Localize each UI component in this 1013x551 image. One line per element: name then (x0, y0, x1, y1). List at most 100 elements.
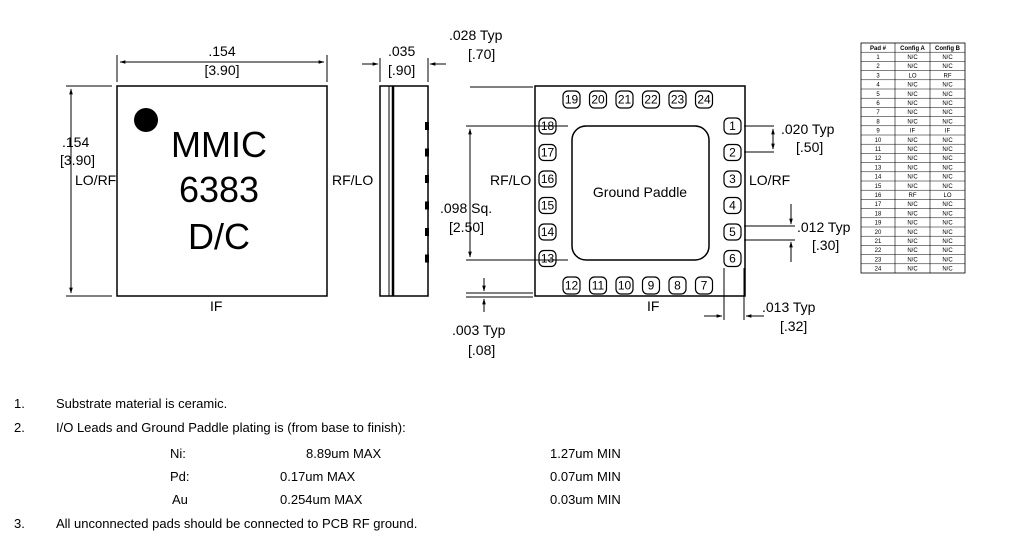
pad-left-outline (538, 170, 557, 188)
pad-right-number: 6 (729, 252, 736, 266)
pad-bottom-outline (668, 276, 687, 295)
pad-right-outline (723, 223, 742, 241)
pad-bottom-number: 12 (565, 279, 579, 293)
table-cell: N/C (907, 119, 918, 125)
pad-left-outline (538, 223, 557, 241)
table-cell: N/C (942, 147, 953, 153)
pad-top-outline (694, 90, 714, 109)
plating-metal: Pd: (170, 469, 190, 484)
table-cell: N/C (942, 83, 953, 89)
pad-right-number: 2 (729, 146, 736, 160)
table-cell: N/C (942, 257, 953, 263)
table-cell: N/C (907, 156, 918, 162)
pad-top-number: 19 (565, 93, 579, 107)
table-cell: N/C (942, 230, 953, 236)
table-cell: 4 (876, 83, 880, 89)
table-cell: 7 (876, 110, 880, 116)
top-view: MMIC 6383 D/C .154 [3.90] .154 [3.90] LO… (60, 43, 373, 314)
table-cell: 24 (875, 267, 882, 273)
table-cell: N/C (942, 156, 953, 162)
marking-line-2: 6383 (179, 169, 259, 210)
table-cell: N/C (907, 267, 918, 273)
pad-right-outline (723, 170, 742, 188)
plating-min: 0.03um MIN (550, 492, 621, 507)
plating-max: 0.17um MAX (280, 469, 356, 484)
table-cell: 1 (876, 55, 880, 61)
pad-left-outline (538, 143, 557, 162)
table-cell: N/C (907, 138, 918, 144)
bottom-left-port-label: RF/LO (490, 172, 531, 188)
pad-right-outline (723, 117, 742, 135)
table-cell: RF (909, 193, 917, 199)
table-cell: 12 (875, 156, 882, 162)
ground-paddle-label: Ground Paddle (593, 184, 687, 200)
table-cell: 16 (875, 193, 882, 199)
table-cell: N/C (942, 248, 953, 254)
side-terminal (425, 254, 429, 263)
table-cell: N/C (907, 230, 918, 236)
bottom-bottom-port-label: IF (647, 298, 659, 314)
pad-left-number: 13 (541, 252, 555, 266)
height-dim-inch: .154 (62, 134, 89, 150)
pad-right-number: 3 (729, 172, 736, 186)
pad-bottom: 11 (588, 276, 608, 295)
side-view-terminals (425, 122, 429, 263)
ground-paddle (571, 125, 710, 261)
pad-bottom-number: 9 (648, 279, 655, 293)
table-cell: 14 (875, 175, 882, 181)
table-cell: N/C (907, 257, 918, 263)
table-cell: N/C (907, 239, 918, 245)
table-cell: 15 (875, 184, 882, 190)
table-cell: 17 (875, 202, 882, 208)
table-cell: N/C (907, 92, 918, 98)
plating-min: 1.27um MIN (550, 446, 621, 461)
pad-right-outline (723, 196, 742, 215)
marking-line-3: D/C (188, 216, 250, 257)
table-cell: IF (945, 129, 951, 135)
bottom-right-port-label: LO/RF (749, 172, 790, 188)
pad-left: 15 (538, 196, 557, 215)
pitch-dim-inch: .020 Typ (781, 121, 835, 137)
pad-top: 19 (562, 90, 581, 109)
table-cell: 9 (876, 129, 880, 135)
pad-bottom: 10 (615, 276, 634, 295)
pad-top-outline (562, 90, 581, 109)
pin1-dot (134, 108, 158, 132)
thickness-dim-inch: .035 (388, 43, 415, 59)
side-terminal (425, 122, 429, 130)
pad-bottom-number: 8 (674, 279, 681, 293)
table-cell: N/C (907, 101, 918, 107)
paddle-dim-inch: .098 Sq. (440, 200, 492, 216)
note-1-number: 1. (14, 396, 25, 411)
table-cell: N/C (907, 165, 918, 171)
width-dim-inch: .154 (208, 43, 235, 59)
table-cell: 20 (875, 230, 882, 236)
table-cell: 6 (876, 101, 880, 107)
pad-bottom-outline (641, 276, 661, 295)
top-left-port-label: LO/RF (75, 172, 116, 188)
pad-right: 2 (723, 143, 742, 162)
marking-line-1: MMIC (171, 124, 267, 165)
table-cell: N/C (942, 55, 953, 61)
plating-max: 8.89um MAX (306, 446, 382, 461)
table-cell: 10 (875, 138, 882, 144)
pad-bottom: 9 (641, 276, 661, 295)
pad-length-dim-mm: [.70] (468, 46, 495, 62)
pad-left: 14 (538, 223, 557, 241)
note-1-text: Substrate material is ceramic. (56, 396, 228, 411)
table-cell: N/C (942, 239, 953, 245)
table-cell: N/C (907, 64, 918, 70)
pad-width-dim-inch: .012 Typ (797, 219, 851, 235)
table-cell: 8 (876, 119, 880, 125)
side-view: .035 [.90] (362, 43, 446, 297)
table-cell: N/C (942, 119, 953, 125)
pad-bottom: 8 (668, 276, 687, 295)
pad-top: 22 (641, 90, 661, 109)
pad-left: 13 (538, 249, 557, 268)
side-terminal (425, 175, 429, 183)
table-cell: N/C (942, 101, 953, 107)
table-cell: 19 (875, 221, 882, 227)
pad-top: 24 (694, 90, 714, 109)
